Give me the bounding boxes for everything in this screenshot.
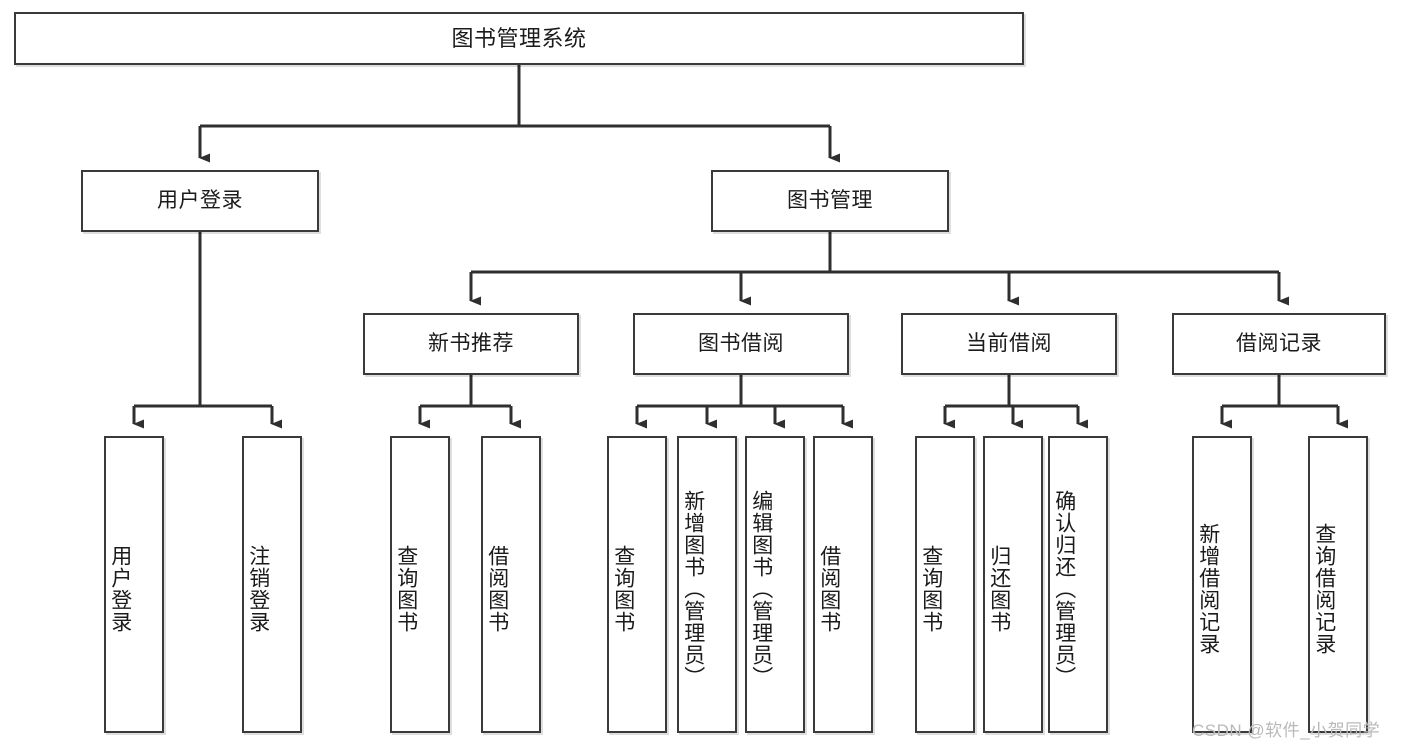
node-leaf-edit-book-label: 编辑图书（管理员） xyxy=(749,489,773,688)
node-leaf-add-book[interactable]: 新增图书（管理员） xyxy=(677,436,737,733)
node-leaf-query-book-cur[interactable]: 查询图书 xyxy=(915,436,975,733)
node-borrow-record[interactable]: 借阅记录 xyxy=(1172,313,1386,375)
node-root-label: 图书管理系统 xyxy=(451,25,587,51)
node-leaf-logout-label: 注销登录 xyxy=(246,544,270,633)
node-book-borrow-label: 图书借阅 xyxy=(698,331,784,355)
node-root[interactable]: 图书管理系统 xyxy=(14,12,1024,65)
node-user-login[interactable]: 用户登录 xyxy=(81,170,319,232)
node-book-manage-label: 图书管理 xyxy=(787,188,873,212)
node-leaf-add-book-label: 新增图书（管理员） xyxy=(681,489,705,688)
csdn-watermark: CSDN @软件_小贺同学 xyxy=(1192,721,1381,740)
node-book-manage[interactable]: 图书管理 xyxy=(711,170,949,232)
node-current-borrow[interactable]: 当前借阅 xyxy=(901,313,1117,375)
node-user-login-label: 用户登录 xyxy=(157,188,243,212)
node-leaf-confirm-return[interactable]: 确认归还（管理员） xyxy=(1048,436,1108,733)
node-leaf-user-login[interactable]: 用户登录 xyxy=(104,436,164,733)
node-leaf-borrow-book-label: 借阅图书 xyxy=(817,544,841,633)
node-leaf-add-record[interactable]: 新增借阅记录 xyxy=(1192,436,1252,733)
node-leaf-user-login-label: 用户登录 xyxy=(108,544,132,633)
node-leaf-borrow-book[interactable]: 借阅图书 xyxy=(813,436,873,733)
node-leaf-query-book-cur-label: 查询图书 xyxy=(919,544,943,633)
node-leaf-query-book-borrow[interactable]: 查询图书 xyxy=(607,436,667,733)
node-leaf-return-book[interactable]: 归还图书 xyxy=(983,436,1043,733)
node-leaf-query-record[interactable]: 查询借阅记录 xyxy=(1308,436,1368,733)
node-new-book-rec-label: 新书推荐 xyxy=(428,331,514,355)
node-leaf-logout[interactable]: 注销登录 xyxy=(242,436,302,733)
node-leaf-query-book-rec[interactable]: 查询图书 xyxy=(390,436,450,733)
node-leaf-confirm-return-label: 确认归还（管理员） xyxy=(1052,489,1076,688)
node-borrow-record-label: 借阅记录 xyxy=(1236,331,1322,355)
node-leaf-query-book-rec-label: 查询图书 xyxy=(394,544,418,633)
node-leaf-edit-book[interactable]: 编辑图书（管理员） xyxy=(745,436,805,733)
node-leaf-query-book-borrow-label: 查询图书 xyxy=(611,544,635,633)
node-leaf-borrow-book-rec-label: 借阅图书 xyxy=(485,544,509,633)
node-leaf-add-record-label: 新增借阅记录 xyxy=(1196,522,1220,655)
node-leaf-return-book-label: 归还图书 xyxy=(987,544,1011,633)
node-new-book-rec[interactable]: 新书推荐 xyxy=(363,313,579,375)
node-book-borrow[interactable]: 图书借阅 xyxy=(633,313,849,375)
node-current-borrow-label: 当前借阅 xyxy=(966,331,1052,355)
node-leaf-borrow-book-rec[interactable]: 借阅图书 xyxy=(481,436,541,733)
node-leaf-query-record-label: 查询借阅记录 xyxy=(1312,522,1336,655)
